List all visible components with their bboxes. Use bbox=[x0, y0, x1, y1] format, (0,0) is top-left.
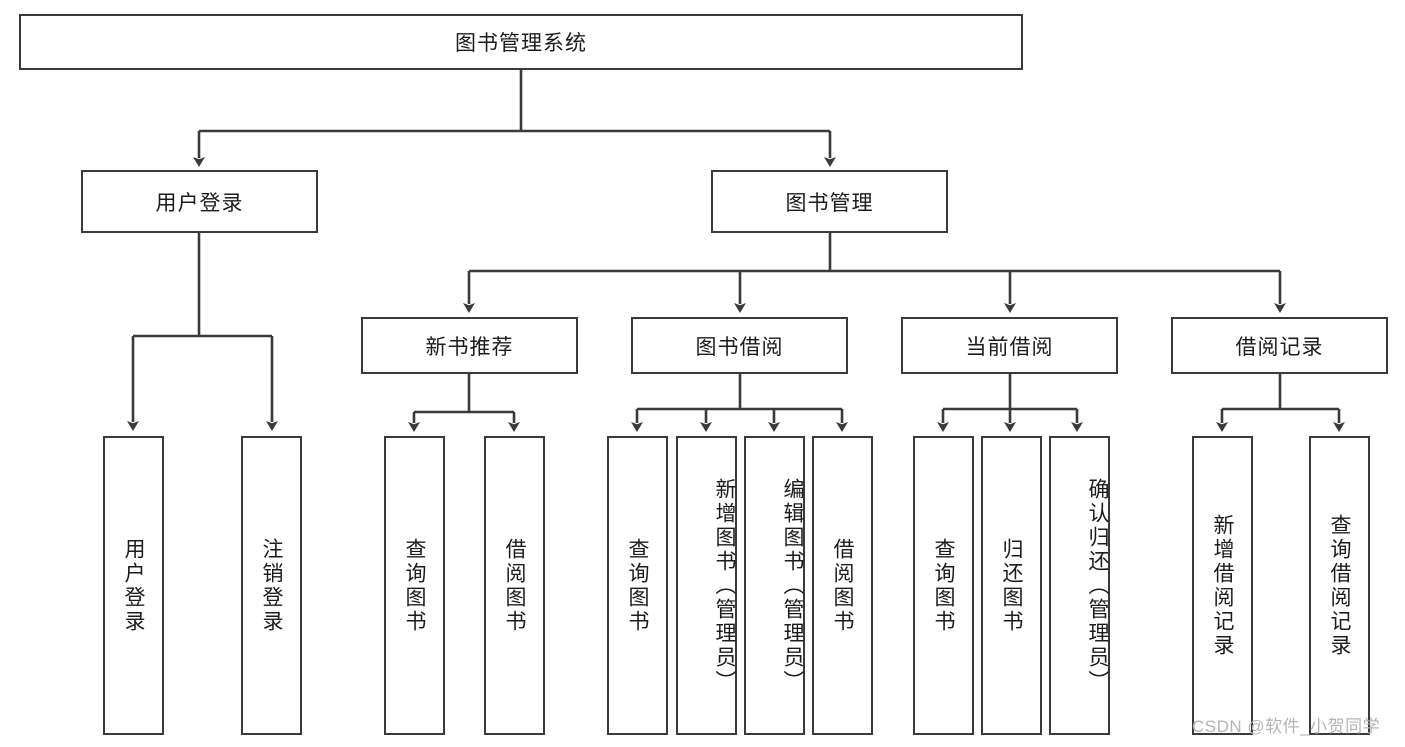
leaf-query-book-recommend[interactable]: 查询图书 bbox=[384, 436, 445, 735]
node-label: 确认归还（管理员） bbox=[1086, 477, 1109, 694]
node-label: 图书管理系统 bbox=[455, 32, 587, 55]
leaf-query-borrow-record[interactable]: 查询借阅记录 bbox=[1309, 436, 1370, 735]
node-borrow-record[interactable]: 借阅记录 bbox=[1171, 317, 1388, 374]
leaf-query-book-borrow[interactable]: 查询图书 bbox=[607, 436, 668, 735]
leaf-borrow-book[interactable]: 借阅图书 bbox=[812, 436, 873, 735]
node-label: 图书借阅 bbox=[695, 335, 784, 359]
leaf-user-login[interactable]: 用户登录 bbox=[103, 436, 164, 735]
leaf-query-book-current[interactable]: 查询图书 bbox=[913, 436, 974, 735]
leaf-add-borrow-record[interactable]: 新增借阅记录 bbox=[1192, 436, 1253, 735]
leaf-confirm-return-admin[interactable]: 确认归还（管理员） bbox=[1049, 436, 1110, 735]
node-label: 当前借阅 bbox=[965, 335, 1054, 359]
leaf-return-book[interactable]: 归还图书 bbox=[981, 436, 1042, 735]
node-book-borrow[interactable]: 图书借阅 bbox=[631, 317, 848, 374]
node-label: 归还图书 bbox=[1000, 537, 1023, 634]
node-label: 查询图书 bbox=[626, 537, 649, 634]
leaf-edit-book-admin[interactable]: 编辑图书（管理员） bbox=[744, 436, 805, 735]
watermark: CSDN @软件_小贺同学 bbox=[1192, 717, 1381, 736]
node-root-book-management-system[interactable]: 图书管理系统 bbox=[19, 14, 1023, 70]
node-label: 图书管理 bbox=[785, 191, 874, 215]
node-label: 查询图书 bbox=[403, 537, 426, 634]
node-label: 借阅图书 bbox=[831, 537, 854, 634]
leaf-add-book-admin[interactable]: 新增图书（管理员） bbox=[676, 436, 737, 735]
node-label: 新增借阅记录 bbox=[1211, 513, 1234, 658]
leaf-logout-login[interactable]: 注销登录 bbox=[241, 436, 302, 735]
node-label: 注销登录 bbox=[260, 537, 283, 634]
node-user-login[interactable]: 用户登录 bbox=[81, 170, 318, 233]
node-new-book-recommend[interactable]: 新书推荐 bbox=[361, 317, 578, 374]
node-current-borrow[interactable]: 当前借阅 bbox=[901, 317, 1118, 374]
node-label: 查询借阅记录 bbox=[1328, 513, 1351, 658]
node-label: 查询图书 bbox=[932, 537, 955, 634]
node-label: 编辑图书（管理员） bbox=[781, 477, 804, 694]
leaf-borrow-book-recommend[interactable]: 借阅图书 bbox=[484, 436, 545, 735]
node-label: 借阅图书 bbox=[503, 537, 526, 634]
node-book-management[interactable]: 图书管理 bbox=[711, 170, 948, 233]
node-label: 借阅记录 bbox=[1235, 335, 1324, 359]
node-label: 用户登录 bbox=[122, 537, 145, 634]
node-label: 用户登录 bbox=[155, 191, 244, 215]
node-label: 新书推荐 bbox=[425, 335, 514, 359]
node-label: 新增图书（管理员） bbox=[713, 477, 736, 694]
